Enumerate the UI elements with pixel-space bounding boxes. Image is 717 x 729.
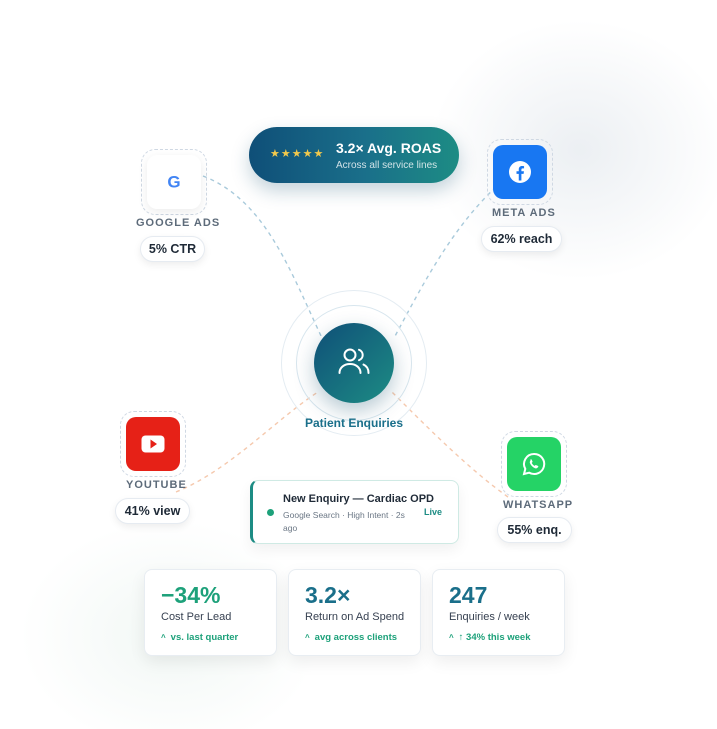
enquiry-notification[interactable]: New Enquiry — Cardiac OPD Google Search … [250,480,459,544]
live-badge: Live [424,507,443,517]
meta-ads-tile[interactable] [487,139,553,205]
users-icon [337,346,371,381]
rating-stars: ★★★★★ [270,148,325,160]
youtube-label: YOUTUBE [126,479,187,491]
google-ads-label: GOOGLE ADS [136,217,221,229]
google-ads-stat: 5% CTR [140,236,205,262]
live-dot [267,509,274,516]
stat-label: Return on Ad Spend [305,611,405,623]
stat-trend: ^avg across clients [305,632,398,643]
youtube-stat: 41% view [115,498,190,524]
hub-ring-inner [296,305,412,421]
stat-label: Cost Per Lead [161,611,232,623]
svg-text:G: G [167,173,180,192]
whatsapp-tile[interactable] [501,431,567,497]
background-glow [430,20,717,280]
hub-label: Patient Enquiries [304,416,404,430]
whatsapp-label: WHATSAPP [503,499,574,511]
roas-badge: ★★★★★ 3.2× Avg. ROAS Across all service … [249,127,459,183]
meta-ads-label: META ADS [492,207,556,219]
google-ads-tile[interactable]: G [141,149,207,215]
stat-value: 3.2× [305,582,351,608]
meta-ads-stat: 62% reach [481,226,562,252]
notification-subtitle: Google Search · High Intent · 2s ago [283,510,405,534]
youtube-tile[interactable] [120,411,186,477]
caret-up-icon: ^ [449,633,454,642]
youtube-play-icon [126,417,180,471]
roas-subtitle: Across all service lines [336,160,438,171]
stat-card-roas: 3.2× Return on Ad Spend ^avg across clie… [288,569,421,656]
hub-ring-outer [281,290,427,436]
caret-up-icon: ^ [161,633,166,642]
whatsapp-icon [507,437,561,491]
patient-enquiries-hub[interactable] [314,323,394,403]
stat-trend: ^vs. last quarter [161,632,239,643]
stat-value: −34% [161,582,221,608]
whatsapp-stat: 55% enq. [497,517,572,543]
google-g-icon: G [147,155,201,209]
stat-card-enquiries: 247 Enquiries / week ^↑ 34% this week [432,569,565,656]
stat-trend: ^↑ 34% this week [449,632,531,643]
stat-label: Enquiries / week [449,611,530,623]
stat-card-cost-per-lead: −34% Cost Per Lead ^vs. last quarter [144,569,277,656]
facebook-icon [493,145,547,199]
caret-up-icon: ^ [305,633,310,642]
roas-title: 3.2× Avg. ROAS [336,140,442,156]
notification-title: New Enquiry — Cardiac OPD [283,493,434,505]
stat-value: 247 [449,582,488,608]
